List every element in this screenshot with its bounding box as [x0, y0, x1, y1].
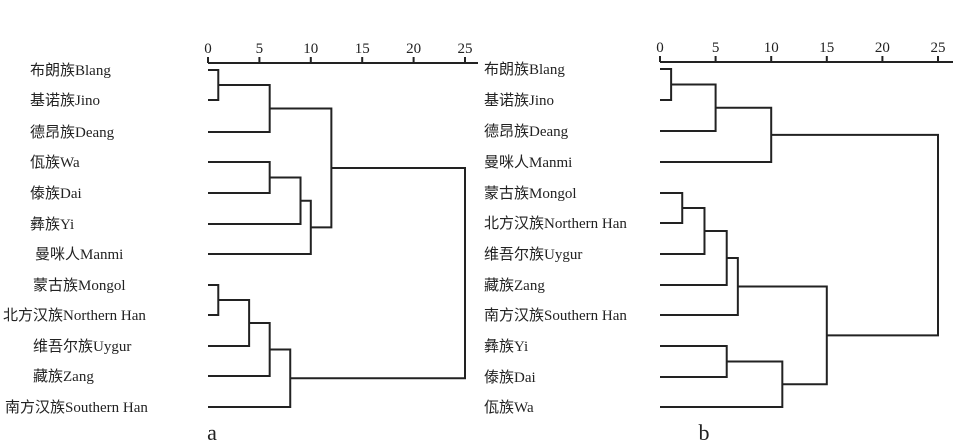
panel-b-merge-link: [660, 68, 673, 101]
panel-a-tick-label: 10: [303, 41, 318, 57]
panel-a-leaf-label: 曼咪人Manmi: [35, 246, 123, 263]
panel-a-merge-link: [208, 176, 302, 225]
panel-a-leaf-label: 基诺族Jino: [30, 92, 100, 109]
panel-a-tick-label: 25: [458, 41, 473, 57]
panel-b-leaf-label: 佤族Wa: [484, 399, 534, 416]
panel-b-leaf-label: 藏族Zang: [484, 277, 545, 294]
panel-b-leaf-label: 布朗族Blang: [484, 61, 565, 78]
panel-a-leaf-label: 彝族Yi: [30, 216, 74, 233]
panel-b-merge-link: [660, 230, 728, 286]
panel-b-leaf-label: 傣族Dai: [484, 369, 536, 386]
panel-b-merge-link: [660, 192, 684, 224]
panel-a-tick-label: 5: [256, 41, 264, 57]
panel-a-leaf-label: 北方汉族Northern Han: [3, 307, 146, 324]
panel-a-tick-label: 20: [406, 41, 421, 57]
panel-a-tick-label: 15: [355, 41, 370, 57]
panel-a-leaf-label: 蒙古族Mongol: [33, 277, 126, 294]
panel-a-merge-link: [208, 299, 251, 347]
panel-a-merge-link: [208, 161, 271, 194]
panel-a-merge-link: [208, 284, 220, 316]
panel-a-leaf-label: 傣族Dai: [30, 185, 82, 202]
panel-a-tick-label: 0: [204, 41, 212, 57]
panel-b-merge-link: [660, 345, 728, 378]
panel-b-label: b: [699, 420, 710, 445]
panel-a-leaf-label: 藏族Zang: [33, 368, 94, 385]
panel-b-tick-label: 20: [875, 40, 890, 56]
panel-a-merge-link: [290, 166, 466, 380]
panel-a-leaf-label: 布朗族Blang: [30, 62, 111, 79]
panel-b-leaf-label: 德昂族Deang: [484, 122, 569, 140]
panel-b-tick-label: 0: [656, 40, 664, 56]
panel-a-merge-link: [208, 322, 271, 377]
panel-b-leaf-label: 曼咪人Manmi: [484, 154, 572, 171]
panel-a-leaf-label: 南方汉族Southern Han: [5, 399, 148, 416]
panel-b-tick-label: 10: [764, 40, 779, 56]
panel-a-label: a: [207, 420, 217, 445]
panel-b-merge-link: [660, 83, 717, 132]
panel-a-merge-link: [208, 84, 271, 133]
panel-b-leaf-label: 北方汉族Northern Han: [484, 215, 627, 232]
panel-b-leaf-label: 维吾尔族Uygur: [484, 246, 582, 263]
panel-b-leaf-label: 基诺族Jino: [484, 92, 554, 109]
panel-b-leaf-label: 南方汉族Southern Han: [484, 307, 627, 324]
panel-b-merge-link: [771, 133, 939, 337]
panel-b-merge-link: [660, 360, 784, 408]
panel-b-tick-label: 5: [712, 40, 720, 56]
panel-a-leaf-label: 维吾尔族Uygur: [33, 338, 131, 355]
panel-b-leaf-label: 蒙古族Mongol: [484, 185, 577, 202]
panel-b-leaf-label: 彝族Yi: [484, 338, 528, 355]
panel-a-merge-link: [208, 348, 292, 408]
panel-b-tick-label: 15: [819, 40, 834, 56]
panel-a-leaf-label: 德昂族Deang: [30, 123, 115, 141]
panel-a-merge-link: [208, 199, 312, 255]
panel-a-merge-link: [208, 69, 220, 101]
panel-a-leaf-label: 佤族Wa: [30, 154, 80, 171]
panel-b-tick-label: 25: [931, 40, 946, 56]
